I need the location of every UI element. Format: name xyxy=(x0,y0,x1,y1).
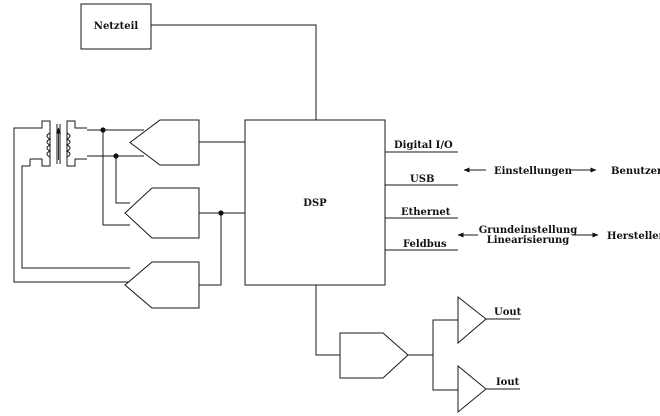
junction-dot xyxy=(113,153,119,159)
dsp-label: DSP xyxy=(303,198,327,209)
interface-lines xyxy=(385,151,458,251)
digital-io-label: Digital I/O xyxy=(394,140,453,151)
linearisierung-label: Linearisierung xyxy=(487,235,570,246)
uout-label: Uout xyxy=(494,307,522,318)
power-supply-label: Netzteil xyxy=(94,21,139,32)
output-split-bottom xyxy=(432,355,458,391)
amplifier-2 xyxy=(124,187,245,239)
junction-dot xyxy=(100,127,106,133)
dsp-output-wire xyxy=(315,285,340,356)
grundeinstellung-label: Grundeinstellung xyxy=(479,225,578,236)
feldbus-label: Feldbus xyxy=(403,239,447,250)
dsp-block: DSP xyxy=(244,119,386,286)
transformer-sensor xyxy=(29,120,87,167)
power-supply-block: Netzteil xyxy=(80,3,152,50)
output-driver xyxy=(339,332,409,379)
uout-amplifier: Uout xyxy=(457,295,522,345)
amplifier-1 xyxy=(129,119,245,166)
hersteller-label: Hersteller xyxy=(607,231,660,242)
junction-dot xyxy=(218,210,224,216)
sensor-wiring xyxy=(13,127,144,283)
iout-amplifier: Iout xyxy=(457,364,520,414)
usb-label: USB xyxy=(410,174,434,185)
power-supply-wire xyxy=(151,24,317,120)
benutzer-label: Benutzer xyxy=(611,166,660,177)
amplifier-3-wire xyxy=(199,213,222,286)
user-settings-row: Einstellungen Benutzer xyxy=(463,166,660,177)
iout-label: Iout xyxy=(496,377,520,388)
einstellungen-label: Einstellungen xyxy=(494,166,573,177)
output-split-top xyxy=(408,319,458,356)
manufacturer-settings-row: Grundeinstellung Linearisierung Herstell… xyxy=(457,225,660,246)
amplifier-3 xyxy=(124,261,200,309)
ethernet-label: Ethernet xyxy=(401,207,451,218)
